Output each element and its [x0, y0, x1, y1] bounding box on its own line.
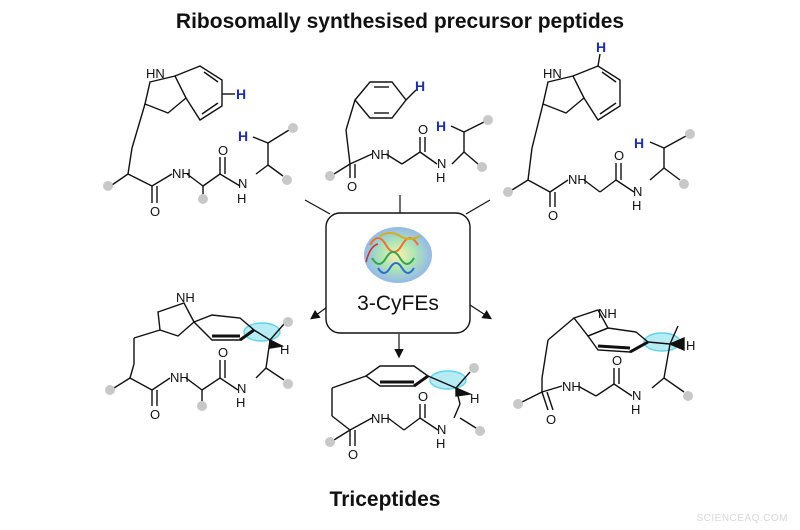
atom-label-h-reactive: H [238, 128, 248, 144]
pseudo-atom [513, 399, 523, 409]
precursor-trp-7h-atoms: HN H NH O O N H H [503, 39, 695, 223]
atom-label-nh: NH [568, 172, 587, 187]
atom-label-o: O [150, 407, 160, 422]
product-phe-crosslink [331, 365, 477, 446]
pseudo-atom [283, 379, 293, 389]
pseudo-atom [477, 162, 487, 172]
product-trp-crosslink-right-atoms: NH H NH O O N H [513, 306, 695, 427]
product-trp-crosslink-left [113, 302, 285, 406]
atom-label-nh: HN [146, 66, 165, 81]
atom-label-nh: NH [176, 290, 195, 305]
atom-label-nh: NH [371, 411, 390, 426]
atom-label-o: O [150, 204, 160, 219]
pseudo-atom [469, 363, 479, 373]
pseudo-atom [283, 317, 293, 327]
pseudo-atom [103, 181, 113, 191]
pseudo-atom [288, 123, 298, 133]
atom-label-h-reactive: H [436, 118, 446, 134]
atom-label-h: H [436, 170, 445, 185]
pseudo-atom [325, 437, 335, 447]
pseudo-atom [105, 385, 115, 395]
precursor-phe [333, 81, 485, 178]
atom-label-o: O [218, 345, 228, 360]
atom-label-nh: NH [170, 370, 189, 385]
arrow-in-left [304, 199, 331, 215]
arrows [304, 195, 493, 359]
atom-label-h: H [632, 198, 641, 213]
pseudo-atom [198, 194, 208, 204]
atom-label-h: H [236, 395, 245, 410]
atom-label-h-reactive: H [634, 135, 644, 151]
atom-label-o: O [612, 353, 622, 368]
arrow-out-right [469, 304, 493, 320]
atom-label-n: N [437, 156, 446, 171]
product-phe-crosslink-atoms: H NH O O N H [325, 363, 485, 462]
atom-label-o: O [546, 412, 556, 427]
atom-label-h-reactive: H [596, 39, 606, 55]
pseudo-atom [475, 426, 485, 436]
pseudo-atom [325, 171, 335, 181]
product-trp-crosslink-right [521, 309, 685, 411]
pseudo-atom [503, 187, 513, 197]
title-triceptides: Triceptides [329, 488, 441, 511]
atom-label-h: H [436, 436, 445, 451]
precursor-trp-6h [111, 65, 290, 203]
atom-label-n: N [632, 388, 641, 403]
pseudo-atom [683, 391, 693, 401]
arrow-in-right [465, 199, 491, 215]
atom-label-nh: NH [598, 306, 617, 321]
atom-label-h: H [470, 391, 479, 406]
atom-label-o: O [218, 143, 228, 158]
atom-label-o: O [418, 122, 428, 137]
atom-label-n: N [633, 184, 642, 199]
enzyme-label: 3-CyFEs [357, 292, 439, 315]
atom-label-o: O [418, 389, 428, 404]
pseudo-atom [483, 115, 493, 125]
atom-label-h: H [631, 402, 640, 417]
atom-label-n: N [437, 422, 446, 437]
atom-label-h: H [686, 338, 695, 353]
precursor-phe-atoms: H NH O O N H H [325, 78, 493, 194]
title-precursor-peptides: Ribosomally synthesised precursor peptid… [175, 10, 625, 33]
pseudo-atom [197, 401, 207, 411]
pseudo-atom [282, 175, 292, 185]
atom-label-n: N [237, 381, 246, 396]
product-trp-crosslink-left-atoms: NH H NH O O N H [105, 290, 293, 422]
atom-label-n: N [238, 176, 247, 191]
atom-label-nh: NH [562, 379, 581, 394]
precursor-trp-7h [511, 53, 687, 207]
atom-label-h-reactive: H [415, 78, 425, 94]
pseudo-atom [685, 129, 695, 139]
pseudo-atom [679, 179, 689, 189]
precursor-trp-6h-atoms: HN H NH O O N H H [103, 66, 298, 219]
atom-label-o: O [548, 208, 558, 223]
protein-structure-icon [364, 227, 432, 283]
atom-label-nh: HN [543, 66, 562, 81]
atom-label-o: O [348, 447, 358, 462]
atom-label-o: O [614, 148, 624, 163]
atom-label-nh: NH [371, 147, 390, 162]
atom-label-o: O [347, 179, 357, 194]
atom-label-nh: NH [172, 166, 191, 181]
atom-label-h: H [280, 342, 289, 357]
atom-label-h: H [237, 191, 246, 206]
atom-label-h-reactive: H [236, 86, 246, 102]
watermark: SCIENCEAQ.COM [696, 513, 788, 524]
